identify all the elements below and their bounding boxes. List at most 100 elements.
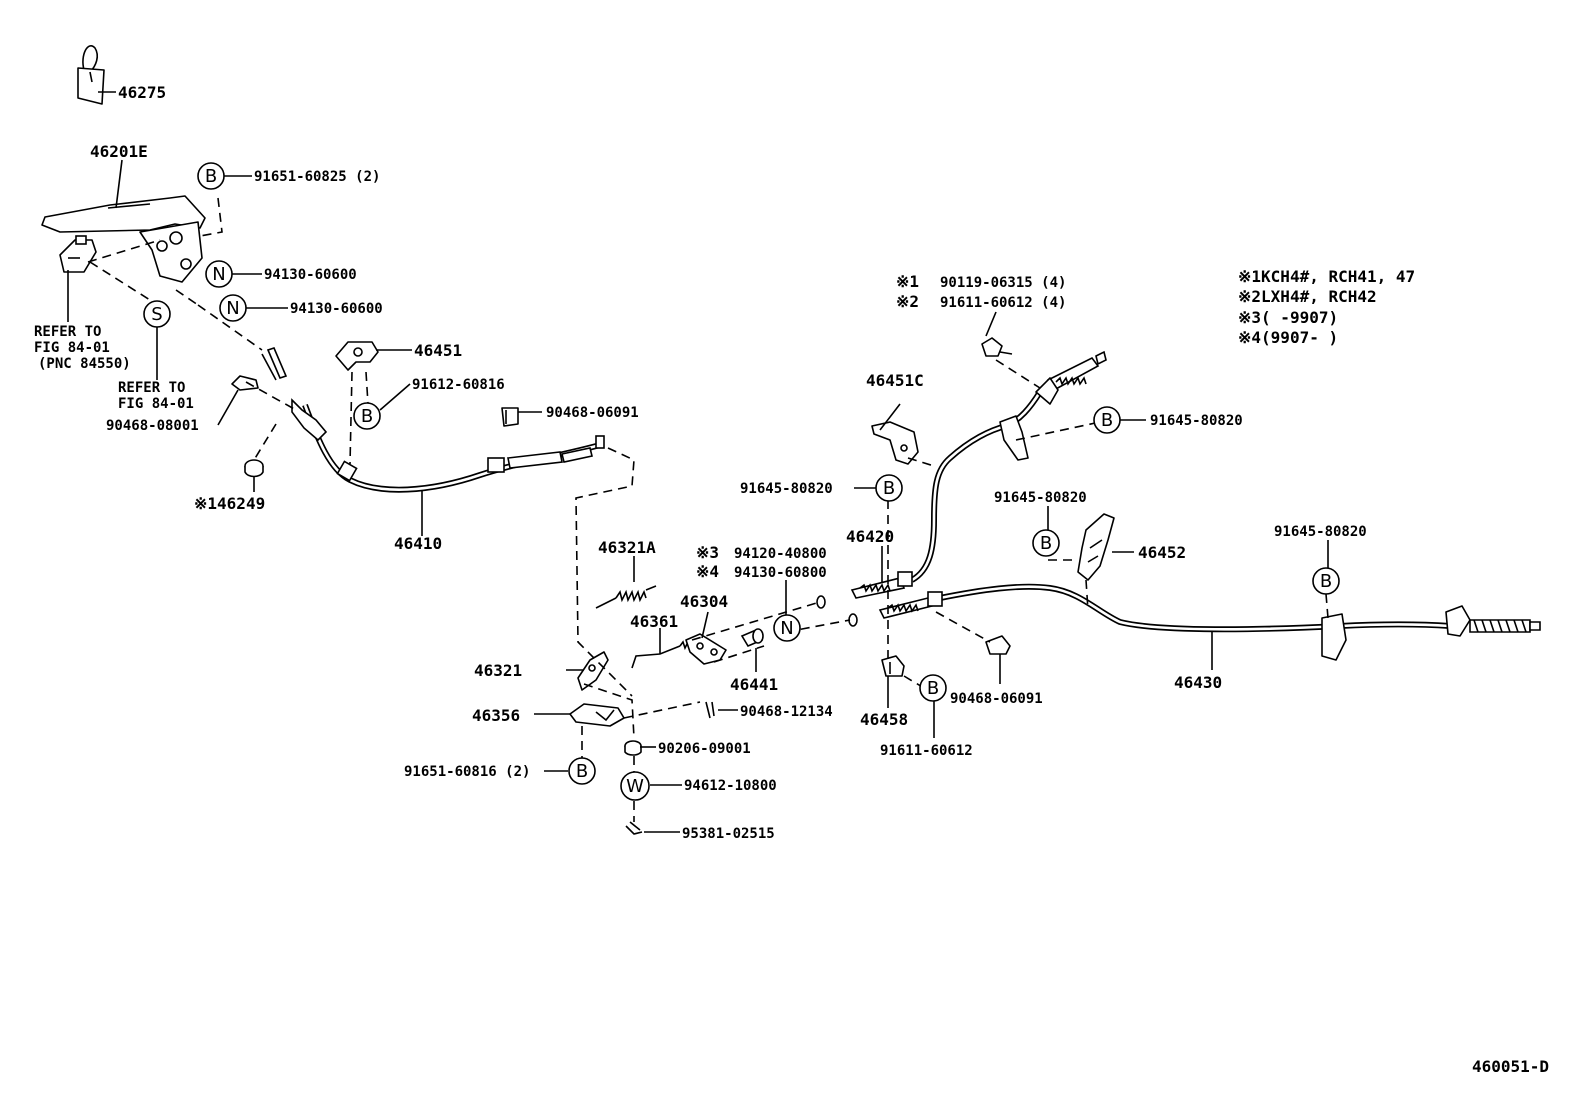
part-46201E-drawing	[41, 195, 206, 283]
part-46441-drawing	[740, 628, 764, 648]
mark-3: ※3	[696, 543, 719, 562]
label-94130-60600-b: 94130-60600	[290, 301, 383, 317]
label-94120-40800: 94120-40800	[734, 546, 827, 562]
part-146249-drawing	[244, 459, 264, 478]
label-90468-06091-a: 90468-06091	[546, 405, 639, 421]
svg-text:B: B	[1040, 533, 1052, 554]
svg-text:B: B	[927, 678, 939, 699]
label-46410: 46410	[394, 534, 442, 553]
circle-B-3: B	[1093, 406, 1121, 434]
bolt-drawing	[981, 337, 1013, 357]
label-146249: ※146249	[194, 494, 265, 513]
label-91612-60816: 91612-60816	[412, 377, 505, 393]
legend-line-3: ※3( -9907)	[1238, 308, 1338, 327]
part-46452-drawing	[1077, 513, 1115, 581]
cable-46430-drawing	[848, 583, 1541, 661]
refer-note-1-line1: REFER TO	[34, 324, 101, 340]
mark-4: ※4	[696, 562, 719, 581]
label-46451C: 46451C	[866, 371, 924, 390]
part-46321-drawing	[577, 651, 609, 691]
label-91611-60612-b: 91611-60612	[880, 743, 973, 759]
part-90468-12134-drawing	[705, 701, 715, 719]
mark-1: ※1	[896, 272, 919, 291]
svg-text:B: B	[1101, 410, 1113, 431]
svg-text:N: N	[212, 264, 225, 285]
refer-note-2-line2: FIG 84-01	[118, 396, 194, 412]
circle-B-8: B	[568, 757, 596, 785]
label-91611-60612-a: 91611-60612 (4)	[940, 295, 1066, 311]
label-94612-10800: 94612-10800	[684, 778, 777, 794]
part-46275-drawing	[77, 45, 105, 105]
svg-text:N: N	[780, 618, 793, 639]
label-46420: 46420	[846, 527, 894, 546]
label-46452: 46452	[1138, 543, 1186, 562]
label-95381-02515: 95381-02515	[682, 826, 775, 842]
svg-text:B: B	[883, 478, 895, 499]
part-46451-drawing	[335, 341, 379, 371]
refer-note-1-line2: FIG 84-01	[34, 340, 110, 356]
refer-note-1-line3: (PNC 84550)	[38, 356, 131, 372]
label-46201E: 46201E	[90, 142, 148, 161]
label-90206-09001: 90206-09001	[658, 741, 751, 757]
circle-N-3: N	[773, 614, 801, 642]
part-90206-09001-drawing	[624, 740, 642, 756]
circle-W: W	[620, 771, 650, 801]
part-46451C-drawing	[871, 421, 919, 465]
label-91645-80820-d: 91645-80820	[1274, 524, 1367, 540]
cable-46420-drawing	[816, 350, 1107, 609]
label-90468-12134: 90468-12134	[740, 704, 833, 720]
label-46361: 46361	[630, 612, 678, 631]
circle-B-1: B	[197, 162, 225, 190]
label-46275: 46275	[118, 83, 166, 102]
label-94130-60800: 94130-60800	[734, 565, 827, 581]
label-91645-80820-b: 91645-80820	[740, 481, 833, 497]
label-46304: 46304	[680, 592, 728, 611]
label-46321A: 46321A	[598, 538, 656, 557]
svg-text:B: B	[205, 166, 217, 187]
part-46458-drawing	[881, 655, 905, 677]
circle-B-5: B	[1032, 529, 1060, 557]
part-90468-06091-lower-drawing	[985, 635, 1011, 655]
circle-B-4: B	[875, 474, 903, 502]
svg-text:W: W	[626, 776, 644, 797]
svg-text:N: N	[226, 298, 239, 319]
label-46441: 46441	[730, 675, 778, 694]
cable-46410-drawing	[261, 347, 605, 493]
part-46361-drawing	[631, 639, 694, 669]
leader-lines	[67, 91, 1329, 833]
label-90119-06315: 90119-06315 (4)	[940, 275, 1066, 291]
svg-text:B: B	[361, 406, 373, 427]
part-46356-drawing	[569, 703, 625, 727]
label-46321: 46321	[474, 661, 522, 680]
part-46321A-drawing	[595, 585, 657, 609]
part-90468-08001-drawing	[231, 375, 259, 391]
label-94130-60600-a: 94130-60600	[264, 267, 357, 283]
label-46451: 46451	[414, 341, 462, 360]
circle-B-7: B	[919, 674, 947, 702]
legend-line-4: ※4(9907- )	[1238, 328, 1338, 347]
label-91645-80820-a: 91645-80820	[1150, 413, 1243, 429]
label-91645-80820-c: 91645-80820	[994, 490, 1087, 506]
refer-note-2-line1: REFER TO	[118, 380, 185, 396]
circle-N-1: N	[205, 260, 233, 288]
brake-switch-drawing	[59, 235, 97, 273]
svg-text:B: B	[576, 761, 588, 782]
label-46430: 46430	[1174, 673, 1222, 692]
mark-2: ※2	[896, 292, 919, 311]
circle-B-2: B	[353, 402, 381, 430]
part-95381-02515-drawing	[625, 821, 643, 835]
assembly-dashed-lines	[87, 197, 1329, 822]
circle-B-6: B	[1312, 567, 1340, 595]
legend-line-1: ※1KCH4#, RCH41, 47	[1238, 267, 1415, 286]
circle-S: S	[143, 300, 171, 328]
label-46356: 46356	[472, 706, 520, 725]
legend-line-2: ※2LXH4#, RCH42	[1238, 287, 1377, 306]
circle-N-2: N	[219, 294, 247, 322]
label-46458: 46458	[860, 710, 908, 729]
label-90468-06091-b: 90468-06091	[950, 691, 1043, 707]
svg-text:B: B	[1320, 571, 1332, 592]
svg-text:S: S	[151, 304, 162, 325]
label-91651-60816: 91651-60816 (2)	[404, 764, 530, 780]
label-90468-08001: 90468-08001	[106, 418, 199, 434]
